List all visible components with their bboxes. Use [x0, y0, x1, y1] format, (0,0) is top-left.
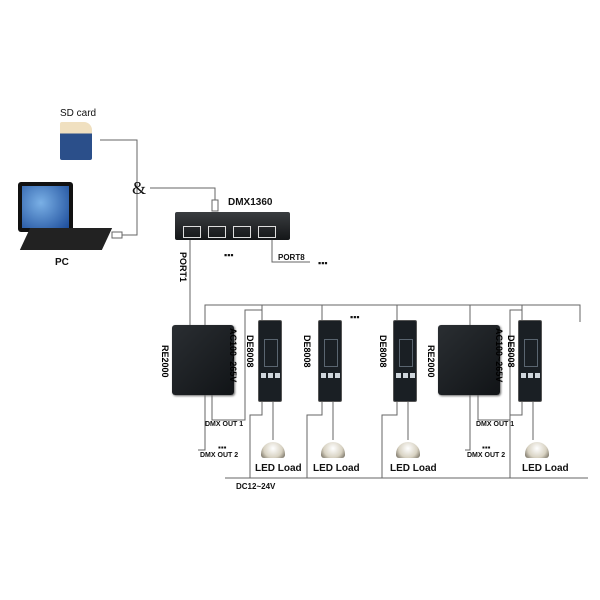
ellipsis: ▪▪▪	[224, 250, 234, 260]
repeater-label: RE2000	[426, 345, 436, 378]
de8008-decoder	[318, 320, 342, 402]
ellipsis: ▪▪▪	[350, 312, 360, 322]
and-symbol: &	[132, 178, 147, 198]
led-load-icon	[261, 442, 285, 458]
dmx-out2-label: DMX OUT 2	[200, 452, 239, 459]
laptop-keyboard	[19, 228, 113, 250]
port8-label: PORT8	[278, 253, 305, 262]
ellipsis: ▪▪▪	[482, 443, 491, 452]
pc-label: PC	[55, 257, 69, 268]
ellipsis: ▪▪▪	[318, 258, 328, 268]
dmx-out1-label: DMX OUT 1	[205, 421, 244, 428]
led-load-icon	[321, 442, 345, 458]
power-label: AC100~265V	[228, 328, 238, 383]
decoder-label: DE8008	[506, 335, 516, 368]
re2000-repeater	[438, 325, 500, 395]
sd-card-image	[60, 122, 92, 160]
de8008-decoder	[393, 320, 417, 402]
sd-card-label: SD card	[60, 108, 97, 119]
led-load-label: LED Load	[390, 463, 437, 474]
dmx-out2-label: DMX OUT 2	[467, 452, 506, 459]
led-load-icon	[396, 442, 420, 458]
ellipsis: ▪▪▪	[218, 443, 227, 452]
port1-label: PORT1	[178, 252, 188, 283]
dc-power-label: DC12~24V	[236, 482, 276, 491]
dmx1360-controller	[175, 212, 290, 240]
controller-label: DMX1360	[228, 197, 273, 208]
decoder-label: DE8008	[245, 335, 255, 368]
re2000-repeater	[172, 325, 234, 395]
decoder-label: DE8008	[378, 335, 388, 368]
led-load-icon	[525, 442, 549, 458]
de8008-decoder	[258, 320, 282, 402]
power-label: AC100~265V	[494, 328, 504, 383]
decoder-label: DE8008	[302, 335, 312, 368]
led-load-label: LED Load	[522, 463, 569, 474]
led-load-label: LED Load	[255, 463, 302, 474]
repeater-label: RE2000	[160, 345, 170, 378]
led-load-label: LED Load	[313, 463, 360, 474]
dmx-out1-label: DMX OUT 1	[476, 421, 515, 428]
de8008-decoder	[518, 320, 542, 402]
laptop-image	[18, 182, 73, 232]
